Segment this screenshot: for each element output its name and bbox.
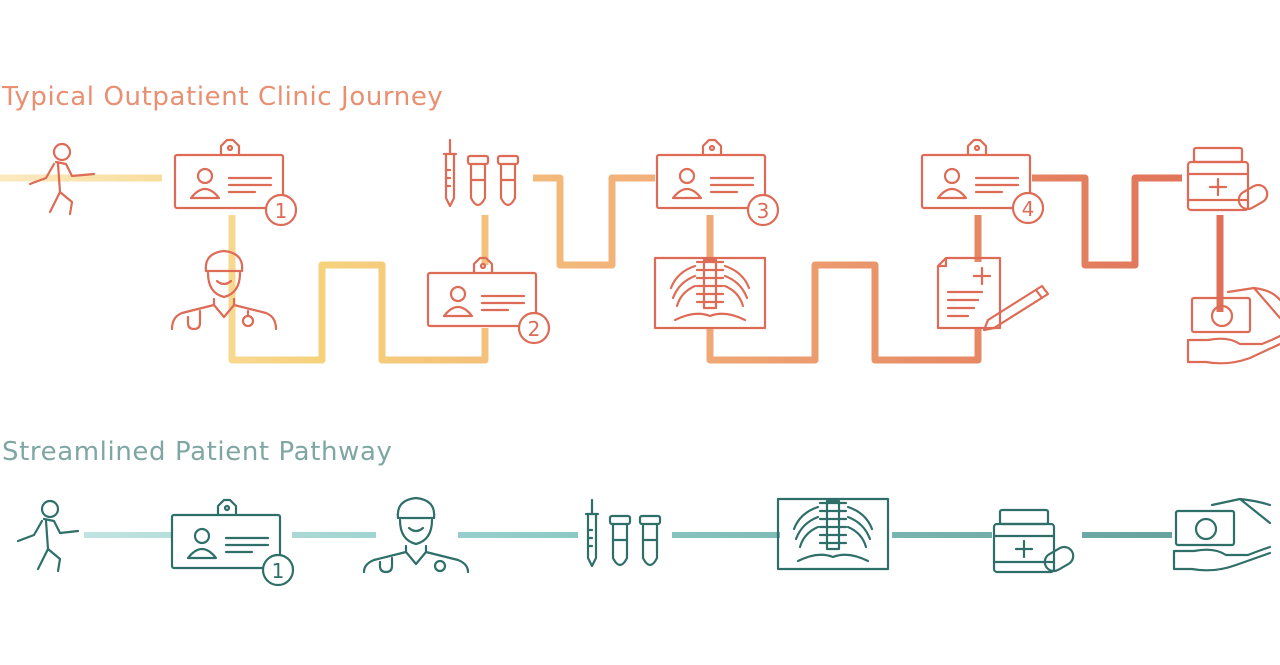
walking-person-icon: [16, 499, 80, 573]
doctor-icon: [170, 249, 278, 331]
id-badge-icon: 4: [920, 138, 1045, 225]
step-badge-number: 1: [275, 199, 288, 223]
payment-icon: [1172, 497, 1272, 572]
xray-icon: [776, 497, 890, 571]
streamlined-pathway-title: Streamlined Patient Pathway: [2, 437, 393, 467]
typical-journey-title: Typical Outpatient Clinic Journey: [2, 82, 444, 112]
syringe-test-tubes-icon: [442, 138, 520, 208]
id-badge-icon: 1: [170, 498, 295, 587]
prescription-icon: [936, 256, 1050, 332]
step-badge-number: 4: [1022, 197, 1035, 221]
doctor-icon: [362, 496, 470, 574]
payment-icon: [1186, 286, 1280, 365]
medicine-bottle-icon: [992, 508, 1075, 574]
id-badge-icon: 3: [655, 138, 780, 227]
step-badge-number: 3: [757, 199, 770, 223]
step-badge-number: 1: [272, 559, 285, 583]
id-badge-icon: 2: [426, 256, 551, 345]
xray-icon: [653, 256, 767, 330]
medicine-bottle-icon: [1186, 146, 1269, 212]
syringe-test-tubes-icon: [584, 498, 662, 568]
walking-person-icon: [28, 142, 96, 216]
id-badge-icon: 1: [173, 138, 298, 227]
step-badge-number: 2: [528, 317, 541, 341]
typical-journey-route: [0, 174, 1224, 364]
